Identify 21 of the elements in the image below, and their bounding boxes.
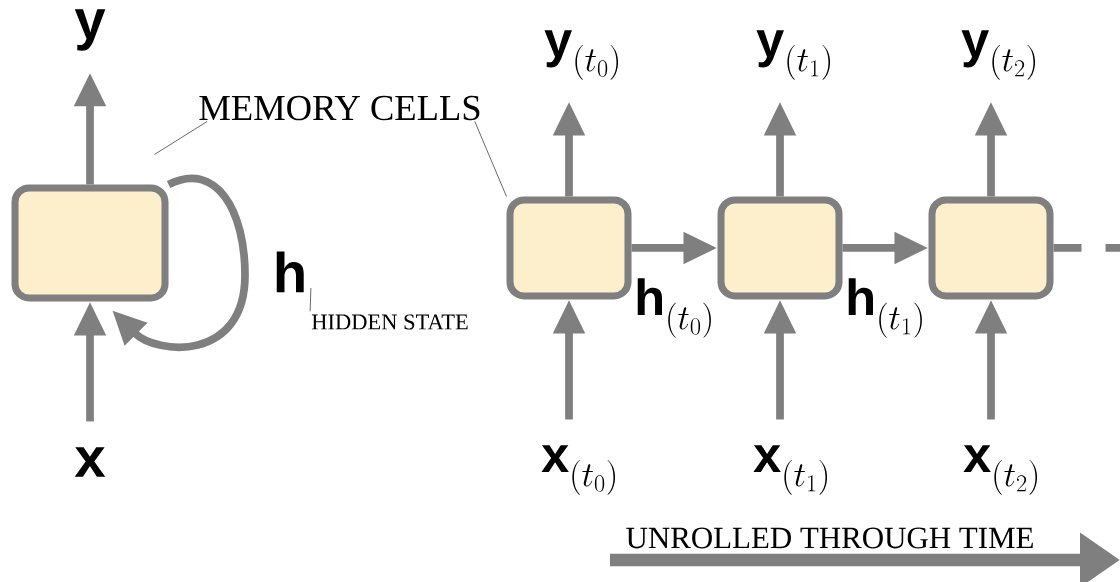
- annotation-text: MEMORY CELLS: [199, 95, 480, 121]
- variable-label: h: [276, 251, 304, 293]
- memory-cell-box: [928, 196, 1054, 300]
- edge-label: $\textbf{h}_{(t_{1})}$: [848, 278, 922, 338]
- variable-label: x: [74, 447, 106, 477]
- leader-line: [154, 120, 208, 155]
- variable-label: $\textbf{x}_{(t_{1})}$: [753, 445, 827, 495]
- memory-cell-box: [11, 184, 169, 302]
- memory-cell-box: [717, 196, 843, 300]
- memory-cell-box: [506, 196, 632, 300]
- variable-label: $\textbf{x}_{(t_{2})}$: [963, 445, 1037, 495]
- variable-label: y: [74, 9, 106, 51]
- leader-line: [309, 287, 312, 312]
- variable-label: $\textbf{y}_{(t_{0})}$: [544, 30, 619, 80]
- variable-label: $\textbf{x}_{(t_{0})}$: [541, 445, 616, 495]
- variable-label: $\textbf{y}_{(t_{1})}$: [756, 30, 830, 80]
- edge-label: $\textbf{h}_{(t_{0})}$: [637, 278, 711, 338]
- annotation-text: HIDDEN STATE: [311, 314, 468, 330]
- leader-line: [474, 120, 507, 197]
- axis-label: UNROLLED THROUGH TIME: [626, 527, 1033, 549]
- variable-label: $\textbf{y}_{(t_{2})}$: [961, 30, 1035, 80]
